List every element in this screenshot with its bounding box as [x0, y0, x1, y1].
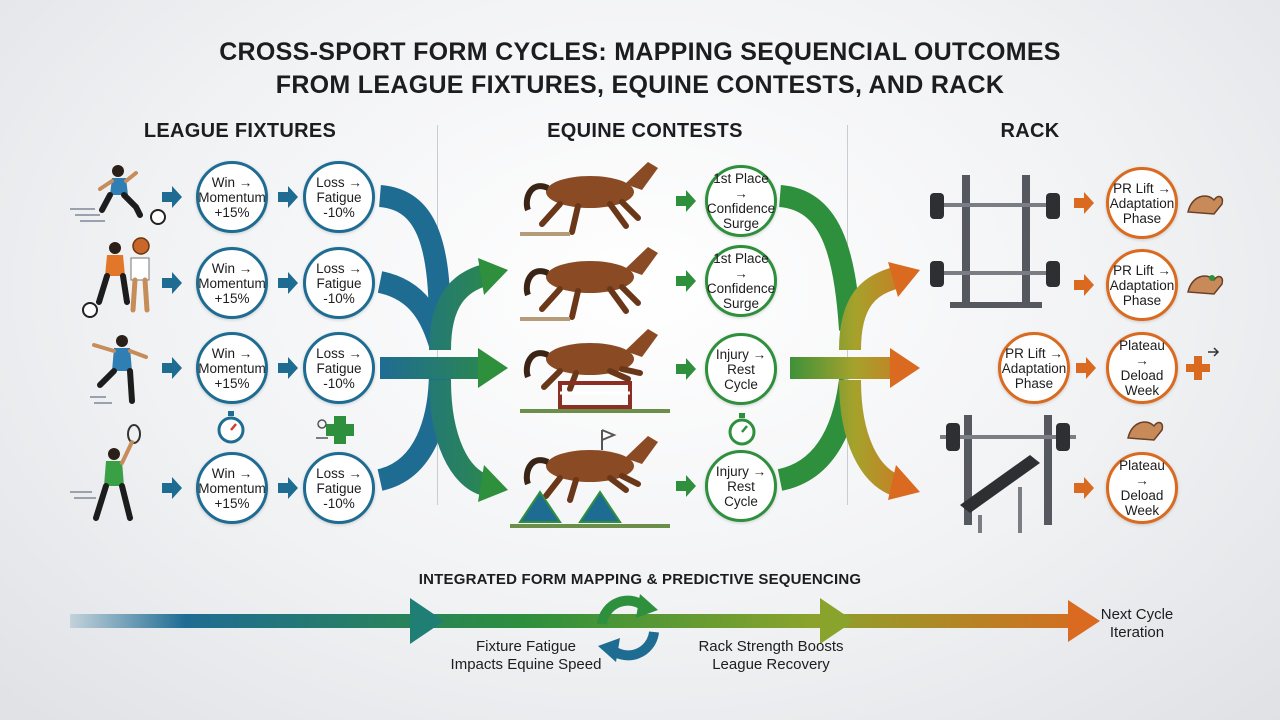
equine-node-label: 1st Place → Confidence Surge: [706, 171, 776, 231]
league-node-label: Win → Momentum +15%: [198, 465, 266, 511]
league-node-loss-1: Loss → Fatigue -10%: [303, 161, 375, 233]
title-line-1: CROSS-SPORT FORM CYCLES: MAPPING SEQUENC…: [219, 38, 1061, 66]
league-node-label: Win → Momentum +15%: [198, 345, 266, 391]
league-node-loss-4: Loss → Fatigue -10%: [303, 452, 375, 524]
section-title-league: LEAGUE FIXTURES: [143, 120, 337, 142]
league-node-label: Loss → Fatigue -10%: [316, 465, 362, 511]
league-small-arrows: [162, 186, 298, 499]
plus-icon: [1186, 347, 1220, 380]
page-title: CROSS-SPORT FORM CYCLES: MAPPING SEQUENC…: [0, 36, 1280, 102]
equine-node-label: 1st Place → Confidence Surge: [706, 251, 776, 311]
league-node-label: Win → Momentum +15%: [198, 174, 266, 220]
league-flow-arrows: [376, 185, 489, 496]
racehorse-icon: [520, 162, 658, 236]
league-node-label: Loss → Fatigue -10%: [316, 345, 362, 391]
integrated-mapping-title: INTEGRATED FORM MAPPING & PREDICTIVE SEQ…: [418, 571, 862, 588]
title-line-2: FROM LEAGUE FIXTURES, EQUINE CONTESTS, A…: [275, 71, 1005, 99]
rack-node-label: PR Lift → Adaptation Phase: [1109, 262, 1175, 308]
next-cycle-label: Next Cycle Iteration: [1100, 606, 1174, 641]
arrowhead-rack-down: [888, 465, 920, 500]
flexed-arm-icon: [1187, 195, 1224, 215]
section-title-equine: EQUINE CONTESTS: [547, 120, 743, 142]
rack-node-plateau-2: Plateau → Deload Week: [1106, 452, 1178, 524]
rack-node-pr-lift-1: PR Lift → Adaptation Phase: [1106, 167, 1178, 239]
rack-flow-down: [839, 379, 900, 496]
equine-small-arrows: [676, 190, 696, 497]
rack-node-pr-lift-2: PR Lift → Adaptation Phase: [1106, 249, 1178, 321]
stopwatch-icon: [217, 411, 245, 444]
rack-flow-up: [839, 267, 899, 351]
jumping-horse-icon-2: [510, 429, 670, 528]
league-node-win-4: Win → Momentum +15%: [196, 452, 268, 524]
rack-node-label: PR Lift → Adaptation Phase: [1109, 180, 1175, 226]
runner-icon: [90, 335, 148, 404]
basketball-player-icon: [82, 237, 150, 318]
equine-flow-down: [429, 379, 489, 496]
equine-flow-arrows: [777, 185, 900, 496]
soccer-player-icon: [70, 165, 166, 225]
arrowhead-rack-up: [888, 262, 920, 297]
arrowhead-rack-main: [890, 348, 920, 388]
equine-node-2: 1st Place → Confidence Surge: [705, 245, 777, 317]
league-node-label: Win → Momentum +15%: [198, 260, 266, 306]
equine-node-1: 1st Place → Confidence Surge: [705, 165, 777, 237]
tennis-player-icon: [70, 424, 141, 521]
integrated-arrow: [70, 598, 1100, 644]
equine-flow-up: [429, 264, 489, 351]
rack-node-pr-lift-3: PR Lift → Adaptation Phase: [998, 332, 1070, 404]
league-node-win-3: Win → Momentum +15%: [196, 332, 268, 404]
league-node-loss-3: Loss → Fatigue -10%: [303, 332, 375, 404]
equine-node-label: Injury → Rest Cycle: [715, 346, 767, 392]
rack-node-label: Plateau → Deload Week: [1119, 338, 1165, 398]
arrowhead-equine-up: [478, 258, 508, 295]
equine-node-4: Injury → Rest Cycle: [705, 450, 777, 522]
flexed-arm-icon-2: [1187, 275, 1224, 295]
league-node-win-1: Win → Momentum +15%: [196, 161, 268, 233]
league-node-label: Loss → Fatigue -10%: [316, 174, 362, 220]
league-node-win-2: Win → Momentum +15%: [196, 247, 268, 319]
rack-node-label: Plateau → Deload Week: [1119, 458, 1165, 518]
flexed-arm-icon-3: [1127, 421, 1164, 441]
equine-node-label: Injury → Rest Cycle: [715, 463, 767, 509]
rack-strength-note: Rack Strength Boosts League Recovery: [698, 638, 844, 673]
stopwatch-icon-equine: [728, 413, 756, 446]
fixture-fatigue-note: Fixture Fatigue Impacts Equine Speed: [450, 638, 602, 673]
equine-node-3: Injury → Rest Cycle: [705, 333, 777, 405]
rack-node-label: PR Lift → Adaptation Phase: [1001, 345, 1067, 391]
section-title-rack: RACK: [1000, 120, 1060, 142]
league-node-loss-2: Loss → Fatigue -10%: [303, 247, 375, 319]
bench-press-icon: [940, 415, 1076, 533]
cycle-arrows-icon: [597, 594, 659, 662]
jumping-horse-icon: [520, 329, 670, 413]
league-node-label: Loss → Fatigue -10%: [316, 260, 362, 306]
arrowhead-equine-main: [478, 348, 508, 388]
squat-rack-icon: [930, 175, 1060, 308]
medical-cross-icon: [316, 416, 354, 444]
rack-small-arrows: [1074, 192, 1096, 499]
equine-flow-curve-1: [778, 185, 861, 331]
rack-node-plateau-1: Plateau → Deload Week: [1106, 332, 1178, 404]
arrowhead-equine-down: [478, 465, 508, 502]
racehorse-icon-2: [520, 247, 658, 321]
